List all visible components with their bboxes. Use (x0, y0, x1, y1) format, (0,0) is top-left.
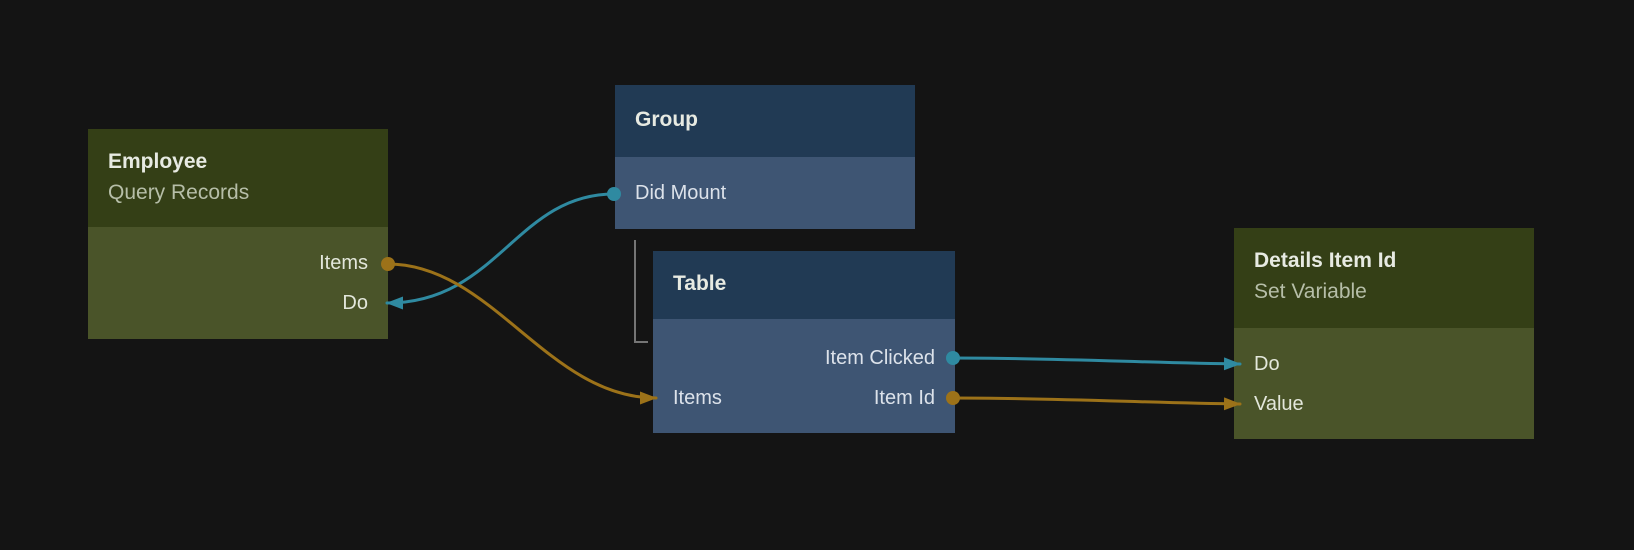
port-row-details-do[interactable]: Do (1234, 344, 1534, 384)
node-table-body: Item Clicked Items Item Id (653, 319, 955, 433)
port-label-table-itemid: Item Id (873, 386, 935, 409)
node-details-subtitle: Set Variable (1254, 280, 1367, 303)
node-employee-body: Items Do (88, 227, 388, 339)
node-employee-header: Employee Query Records (88, 129, 388, 227)
node-details-title: Details Item Id (1254, 249, 1397, 272)
node-group-title: Group (635, 108, 698, 131)
node-details-header: Details Item Id Set Variable (1234, 228, 1534, 328)
node-details-body: Do Value (1234, 328, 1534, 439)
port-label-employee-do: Do (342, 291, 368, 314)
port-row-employee-items[interactable]: Items (88, 243, 388, 283)
port-row-details-value[interactable]: Value (1234, 384, 1534, 424)
edge-didmount-to-do[interactable] (385, 192, 616, 310)
port-label-group-didmount: Did Mount (635, 181, 727, 204)
node-group-body: Did Mount (615, 157, 915, 229)
node-group-header: Group (615, 85, 915, 157)
port-label-table-items: Items (673, 386, 722, 409)
edge-itemid-to-value[interactable] (951, 396, 1242, 411)
edge-items-to-items[interactable] (386, 262, 658, 405)
group-table-hierarchy-bracket (634, 240, 648, 343)
node-employee-title: Employee (108, 150, 208, 173)
port-row-table-items-itemid[interactable]: Items Item Id (653, 378, 955, 418)
port-row-table-itemclicked[interactable]: Item Clicked (653, 338, 955, 378)
port-label-details-do: Do (1254, 352, 1280, 375)
port-label-employee-items: Items (319, 251, 368, 274)
port-label-table-itemclicked: Item Clicked (824, 346, 935, 369)
node-details-item-id[interactable]: Details Item Id Set Variable Do Value (1234, 228, 1534, 439)
node-table-title: Table (673, 272, 727, 295)
port-row-group-didmount[interactable]: Did Mount (615, 173, 915, 213)
node-table[interactable]: Table Item Clicked Items Item Id (653, 251, 955, 433)
port-row-employee-do[interactable]: Do (88, 283, 388, 323)
node-employee-subtitle: Query Records (108, 181, 250, 204)
node-group[interactable]: Group Did Mount (615, 85, 915, 229)
node-employee[interactable]: Employee Query Records Items Do (88, 129, 388, 339)
node-table-header: Table (653, 251, 955, 319)
edge-itemclicked-to-do[interactable] (951, 356, 1242, 371)
port-label-details-value: Value (1254, 392, 1304, 415)
